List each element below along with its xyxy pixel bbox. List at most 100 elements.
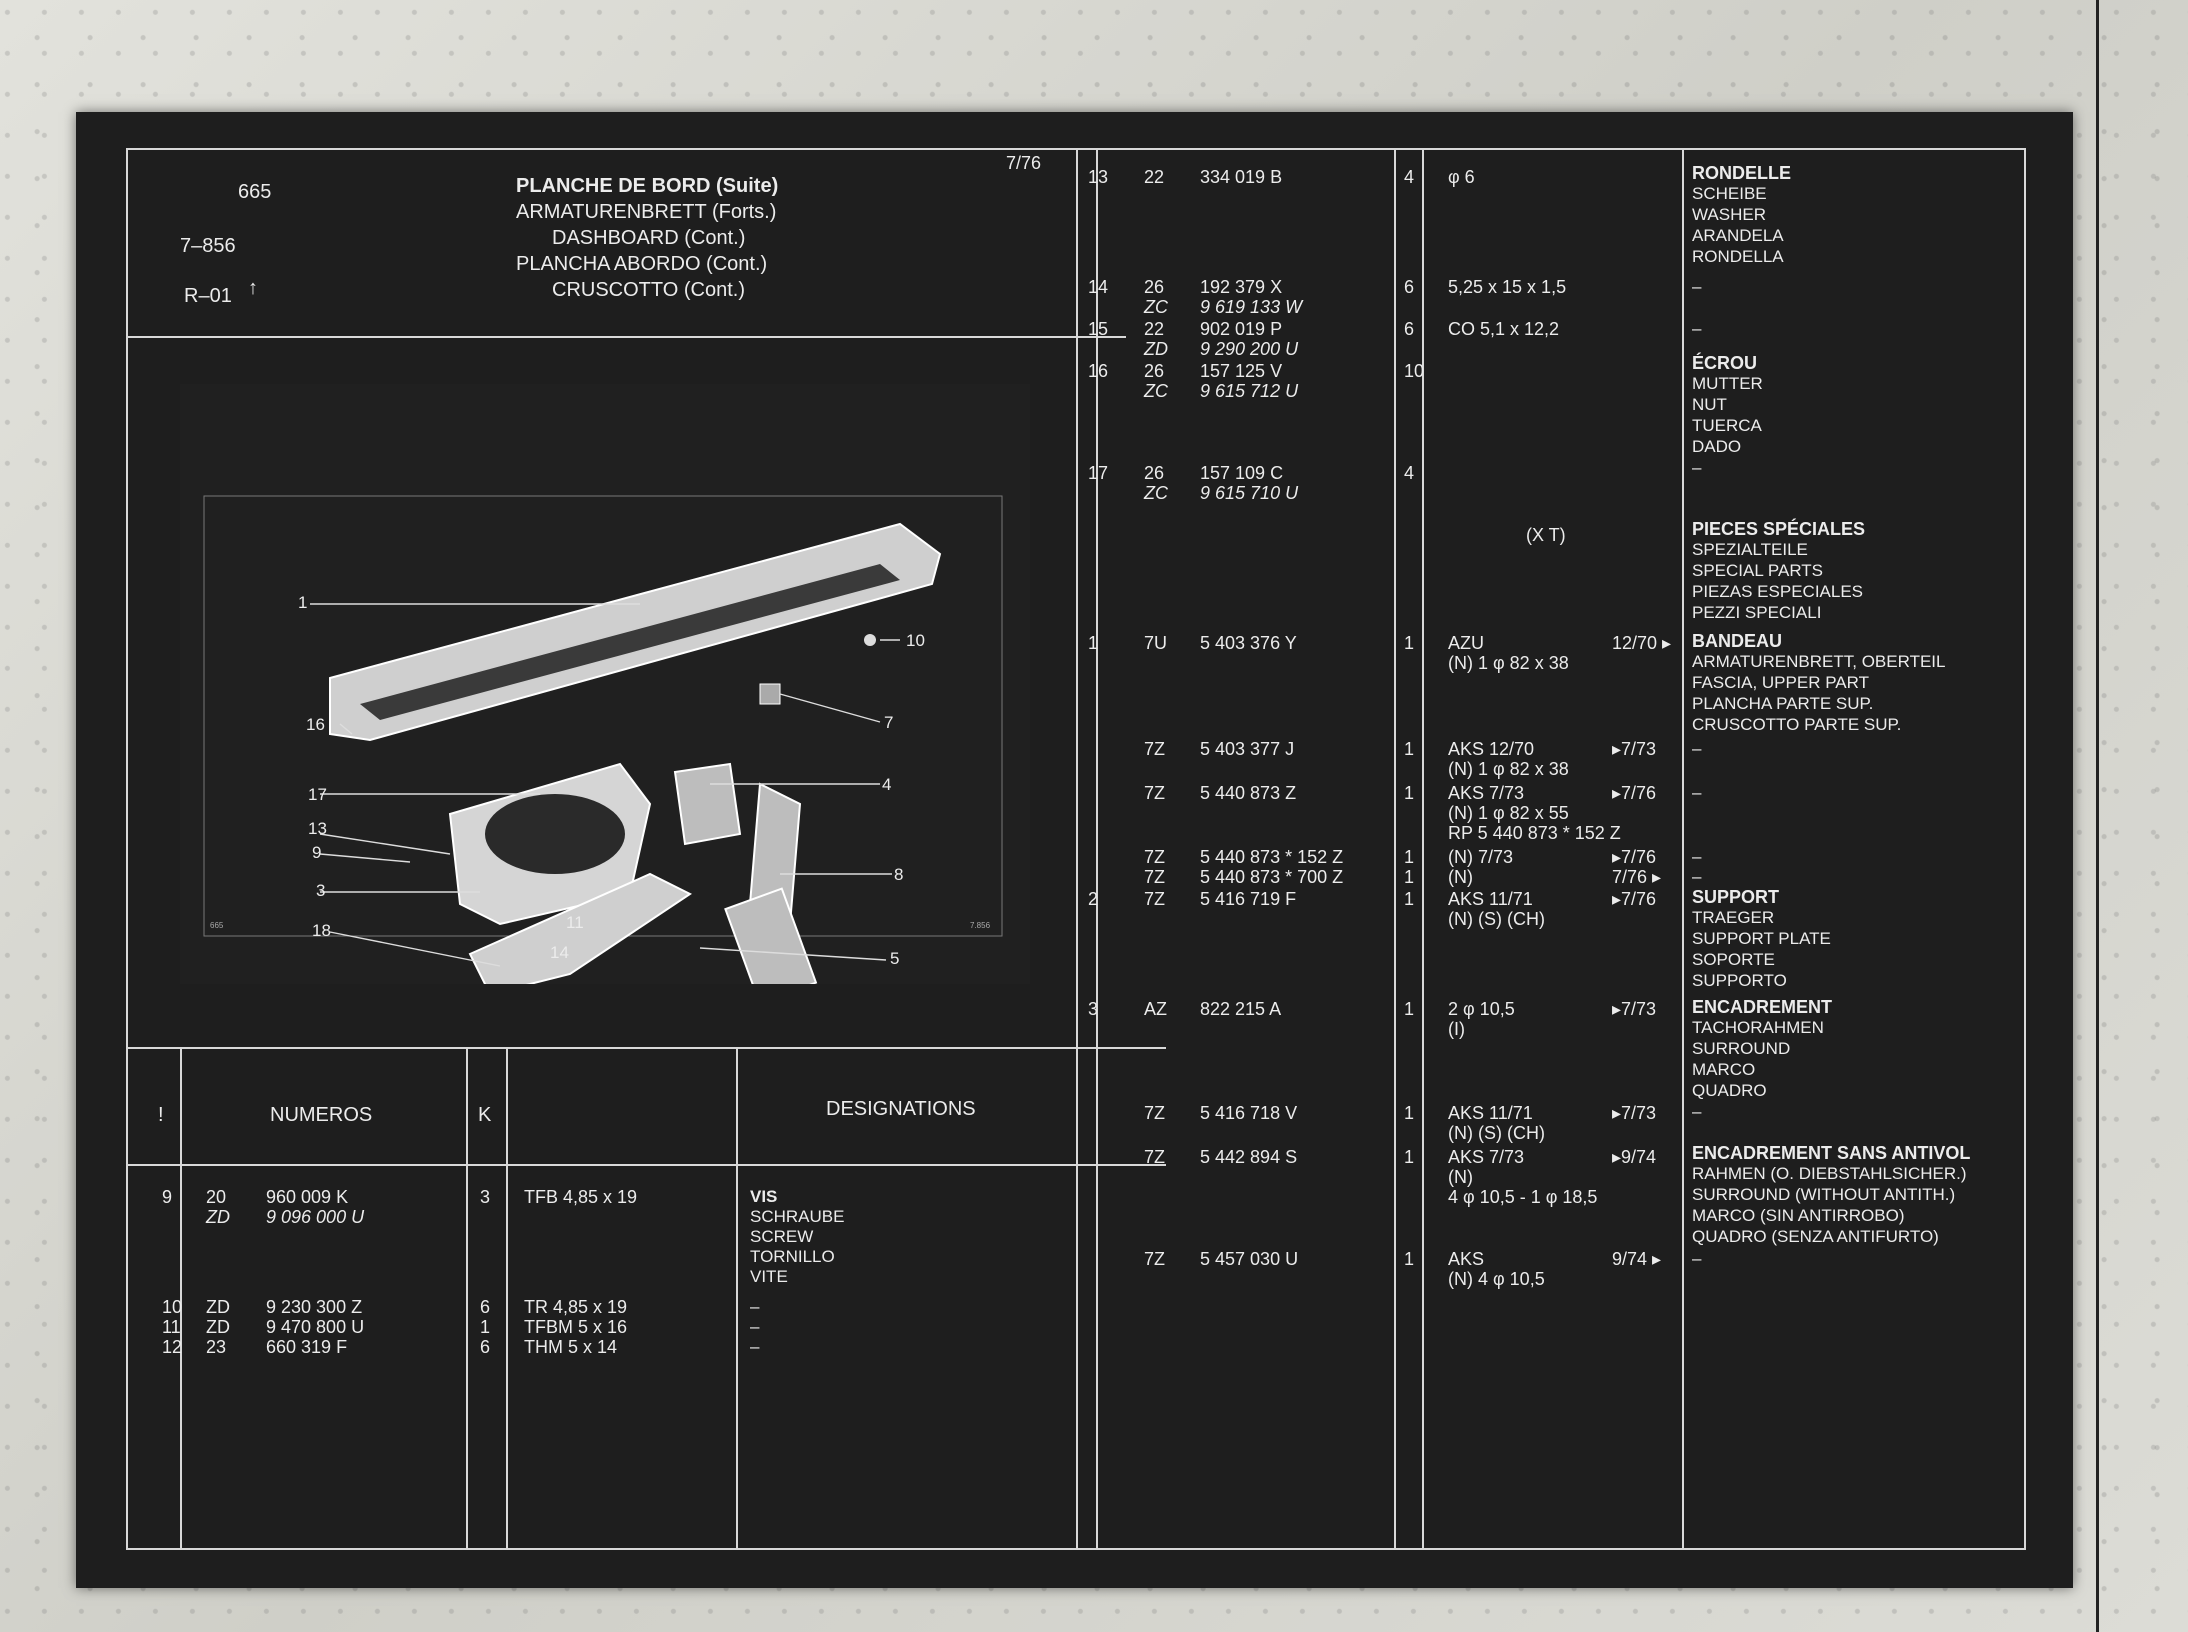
designation-line: TUERCA	[1692, 416, 1762, 435]
right-row-quantity: 1	[1404, 867, 1415, 887]
frame-left	[126, 148, 128, 1550]
designation-line: SUPPORTO	[1692, 971, 1787, 990]
plate-part	[673, 762, 742, 846]
title-it: CRUSCOTTO (Cont.)	[552, 279, 745, 301]
right-row-spec: RP 5 440 873 * 152 Z	[1448, 823, 1621, 843]
designation-line: RONDELLA	[1692, 247, 1784, 266]
title-en: DASHBOARD (Cont.)	[552, 227, 746, 249]
right-row-note: 7/76 ▸	[1612, 867, 1662, 887]
designation-line: SCHEIBE	[1692, 184, 1767, 203]
right-row-prefix: ZC	[1144, 381, 1168, 401]
left-row-spec: TFBM 5 x 16	[524, 1317, 628, 1337]
designation-heading: ENCADREMENT	[1692, 997, 1833, 1017]
right-row-index: 13	[1088, 167, 1109, 187]
left-row-prefix: ZD	[206, 1207, 230, 1227]
title-de: ARMATURENBRETT (Forts.)	[516, 201, 777, 223]
designation-line: MUTTER	[1692, 374, 1763, 393]
right-row-index: 15	[1088, 319, 1109, 339]
designation-line: –	[1692, 458, 1702, 477]
designation-line: TRAEGER	[1692, 908, 1775, 927]
right-row-prefix: 22	[1144, 319, 1165, 339]
right-row-note: 12/70 ▸	[1612, 633, 1672, 653]
left-row-designation: –	[750, 1337, 760, 1356]
right-row-number: 822 215 A	[1200, 999, 1282, 1019]
right-row-prefix: 7U	[1144, 633, 1168, 653]
right-row-number: 5 403 377 J	[1200, 739, 1295, 759]
right-row-index: 17	[1088, 463, 1109, 483]
left-row-designation: TORNILLO	[750, 1247, 835, 1266]
left-row-index: 11	[162, 1317, 181, 1337]
col-line-4	[736, 1047, 738, 1550]
arrow-up-icon: ↑	[248, 277, 258, 299]
right-row-prefix: 26	[1144, 463, 1165, 483]
designation-line: TACHORAHMEN	[1692, 1018, 1824, 1037]
col-header-designations: DESIGNATIONS	[826, 1098, 976, 1120]
designation-line: QUADRO	[1692, 1081, 1767, 1100]
right-row-spec: AKS 7/73	[1448, 783, 1525, 803]
left-row-number: 9 470 800 U	[266, 1317, 365, 1337]
right-row-quantity: 10	[1404, 361, 1425, 381]
left-row-number: 960 009 K	[266, 1187, 349, 1207]
col-line-6	[1422, 148, 1424, 1550]
table-header-top	[126, 1047, 1166, 1049]
right-row-note: ▸7/73	[1612, 1103, 1657, 1123]
designation-line: MARCO	[1692, 1060, 1756, 1079]
left-row-designation: VIS	[750, 1187, 778, 1206]
right-row-number: 334 019 B	[1200, 167, 1283, 187]
right-row-quantity: 1	[1404, 739, 1415, 759]
left-row-designation: VITE	[750, 1267, 788, 1286]
right-row-quantity: 1	[1404, 1249, 1415, 1269]
right-row-note: ▸7/73	[1612, 739, 1657, 759]
right-row-note: ▸9/74	[1612, 1147, 1657, 1167]
designation-line: RAHMEN (O. DIEBSTAHLSICHER.)	[1692, 1164, 1967, 1183]
left-row-designation: SCREW	[750, 1227, 814, 1246]
right-row-spec: 5,25 x 15 x 1,5	[1448, 277, 1567, 297]
designation-line: –	[1692, 1102, 1702, 1121]
right-row-index: 1	[1088, 633, 1099, 653]
col-line-5	[1394, 148, 1396, 1550]
left-row-spec: TR 4,85 x 19	[524, 1297, 628, 1317]
table-header-bottom	[126, 1164, 1166, 1166]
right-row-spec: AKS 11/71	[1448, 1103, 1533, 1123]
screw-part	[864, 634, 876, 646]
exploded-view-diagram: 1 10 7 16 4 17 13 9 8 3 11 18 14 5 2 6 1…	[180, 384, 1030, 984]
right-row-spec: (N) (S) (CH)	[1448, 1123, 1545, 1143]
designation-line: SPEZIALTEILE	[1692, 540, 1808, 559]
col-line-2	[466, 1047, 468, 1550]
right-row-quantity: 1	[1404, 889, 1415, 909]
right-row-quantity: 1	[1404, 783, 1415, 803]
clip-part	[759, 683, 781, 705]
right-row-spec: 2 φ 10,5	[1448, 999, 1515, 1019]
left-row-prefix: ZD	[206, 1297, 230, 1317]
left-row-designation: –	[750, 1297, 760, 1316]
left-row-index: 9	[162, 1187, 173, 1207]
left-row-spec: THM 5 x 14	[524, 1337, 618, 1357]
right-row-quantity: 4	[1404, 463, 1415, 483]
left-row-quantity: 1	[480, 1317, 491, 1337]
right-row-prefix: 22	[1144, 167, 1165, 187]
right-row-prefix: ZC	[1144, 483, 1168, 503]
right-row-note: ▸7/76	[1612, 847, 1657, 867]
diagram-label-9: 9	[312, 843, 321, 862]
diagram-label-3: 3	[316, 881, 325, 900]
diagram-label-1: 1	[298, 593, 307, 612]
left-row-number: 9 230 300 Z	[266, 1297, 363, 1317]
designation-heading: ENCADREMENT SANS ANTIVOL	[1692, 1143, 1971, 1163]
frame-right	[2024, 148, 2026, 1550]
col-line-1	[180, 1047, 182, 1550]
right-row-number: 5 416 718 V	[1200, 1103, 1298, 1123]
right-row-note: ▸7/73	[1612, 999, 1657, 1019]
designation-line: WASHER	[1692, 205, 1766, 224]
right-row-quantity: 1	[1404, 633, 1415, 653]
designation-line: –	[1692, 1249, 1702, 1268]
page-number: 665	[238, 181, 272, 203]
designation-line: DADO	[1692, 437, 1742, 456]
diagram-corner-left: 665	[210, 921, 224, 930]
diagram-label-16: 16	[306, 715, 325, 734]
designation-line: –	[1692, 319, 1702, 338]
right-row-prefix: AZ	[1144, 999, 1168, 1019]
designation-heading: SUPPORT	[1692, 887, 1780, 907]
right-row-spec: (N)	[1448, 1167, 1473, 1187]
title-fr: PLANCHE DE BORD (Suite)	[516, 175, 779, 197]
left-row-quantity: 3	[480, 1187, 491, 1207]
